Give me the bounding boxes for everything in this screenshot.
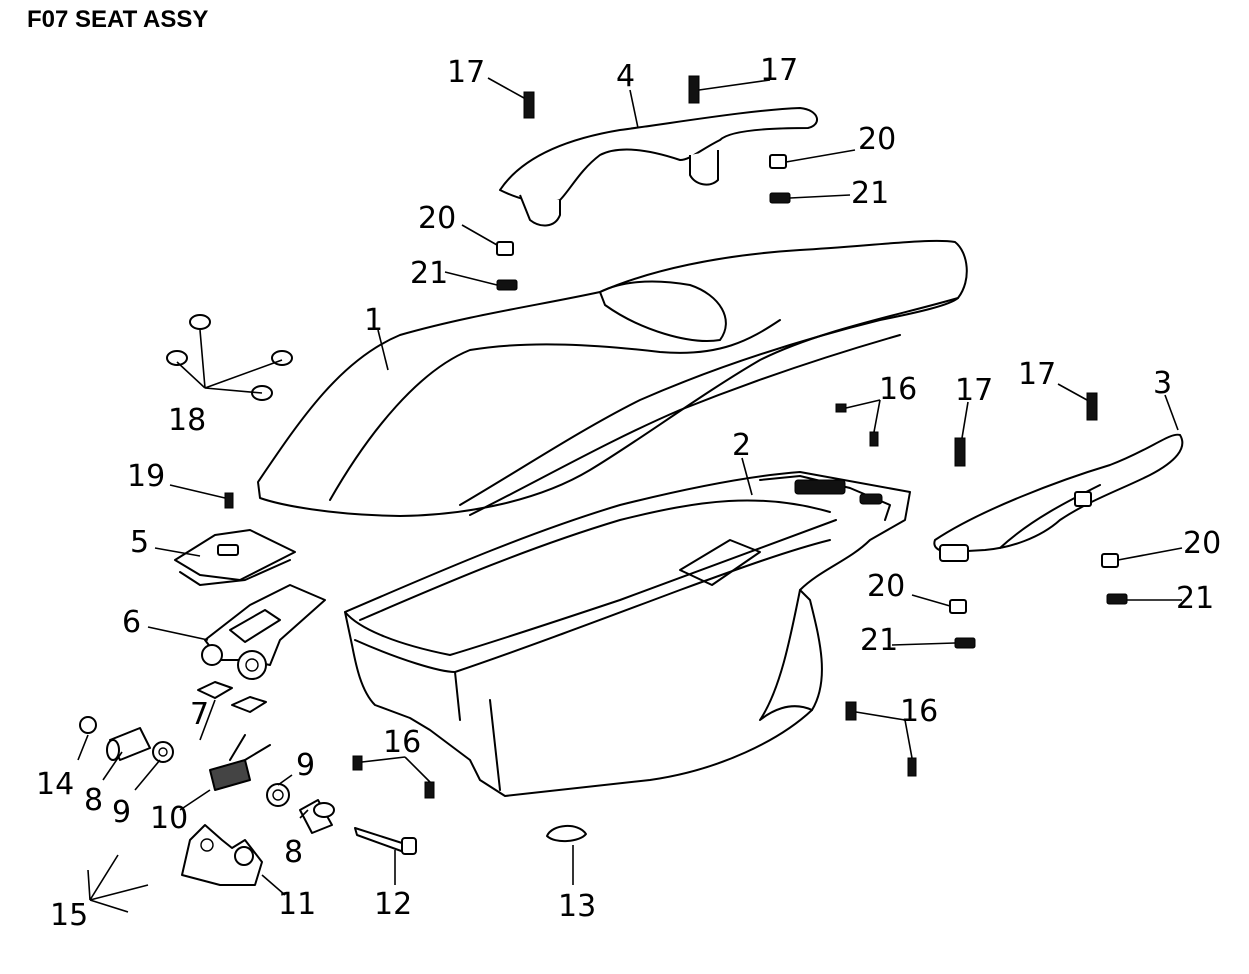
callout-16-top: 16 (879, 372, 917, 407)
callout-7: 7 (190, 697, 209, 732)
callout-11: 11 (278, 887, 316, 922)
callout-3: 3 (1153, 366, 1172, 401)
callout-5: 5 (130, 525, 149, 560)
callout-1: 1 (364, 303, 383, 338)
part-nut (79, 716, 97, 734)
callout-20-top-right: 20 (858, 122, 896, 157)
part-clips-20 (496, 154, 1119, 614)
part-latch-plate (174, 529, 296, 586)
part-washer-left (152, 741, 174, 763)
page-title: F07 SEAT ASSY (27, 6, 209, 33)
callout-2: 2 (732, 428, 751, 463)
callout-10: 10 (150, 801, 188, 836)
callout-17-mid: 17 (955, 373, 993, 408)
part-bushing-left (106, 727, 151, 761)
part-clips-18 (166, 314, 293, 401)
part-nuts-21 (496, 192, 1128, 649)
callout-21-right: 21 (1176, 581, 1214, 616)
callout-9-left: 9 (112, 795, 131, 830)
callout-12: 12 (374, 887, 412, 922)
callout-16-right: 16 (900, 694, 938, 729)
callout-21-top-left: 21 (410, 256, 448, 291)
callout-9-right: 9 (296, 748, 315, 783)
callout-20-mid: 20 (867, 569, 905, 604)
callout-15: 15 (50, 898, 88, 933)
part-bushing-right (299, 799, 335, 834)
part-rubber-pads (197, 681, 267, 713)
part-rear-grab-rail (499, 107, 818, 227)
part-hinge-bracket (201, 584, 326, 680)
callout-21-mid: 21 (860, 623, 898, 658)
callout-8-right: 8 (284, 835, 303, 870)
callout-14: 14 (36, 767, 74, 802)
callout-18: 18 (168, 403, 206, 438)
callout-17-right: 17 (1018, 357, 1056, 392)
callout-13: 13 (558, 889, 596, 924)
callout-4: 4 (616, 59, 635, 94)
part-rubber-cap (546, 825, 587, 842)
callout-20-right: 20 (1183, 526, 1221, 561)
part-torsion-spring (209, 734, 271, 791)
leader-lines (77, 77, 1183, 913)
callout-labels: 1 2 3 4 5 6 7 8 8 9 9 10 11 12 13 14 15 … (36, 53, 1221, 933)
part-screws-16 (352, 403, 917, 799)
callout-17-top-left: 17 (447, 55, 485, 90)
callout-17-top-right: 17 (760, 53, 798, 88)
part-screws-17 (523, 75, 1098, 467)
callout-16-left: 16 (383, 725, 421, 760)
part-right-grab-rail (933, 433, 1184, 562)
part-hinge-bolt (354, 827, 417, 855)
callout-19: 19 (127, 459, 165, 494)
callout-6: 6 (122, 605, 141, 640)
part-washer-right (266, 783, 290, 807)
part-storage-box (344, 471, 911, 797)
part-seat-cushion (257, 239, 968, 517)
part-hinge-base (181, 824, 263, 886)
callout-21-top-right: 21 (851, 176, 889, 211)
part-screw-19 (224, 492, 234, 509)
callout-20-top-left: 20 (418, 201, 456, 236)
callout-8-left: 8 (84, 783, 103, 818)
